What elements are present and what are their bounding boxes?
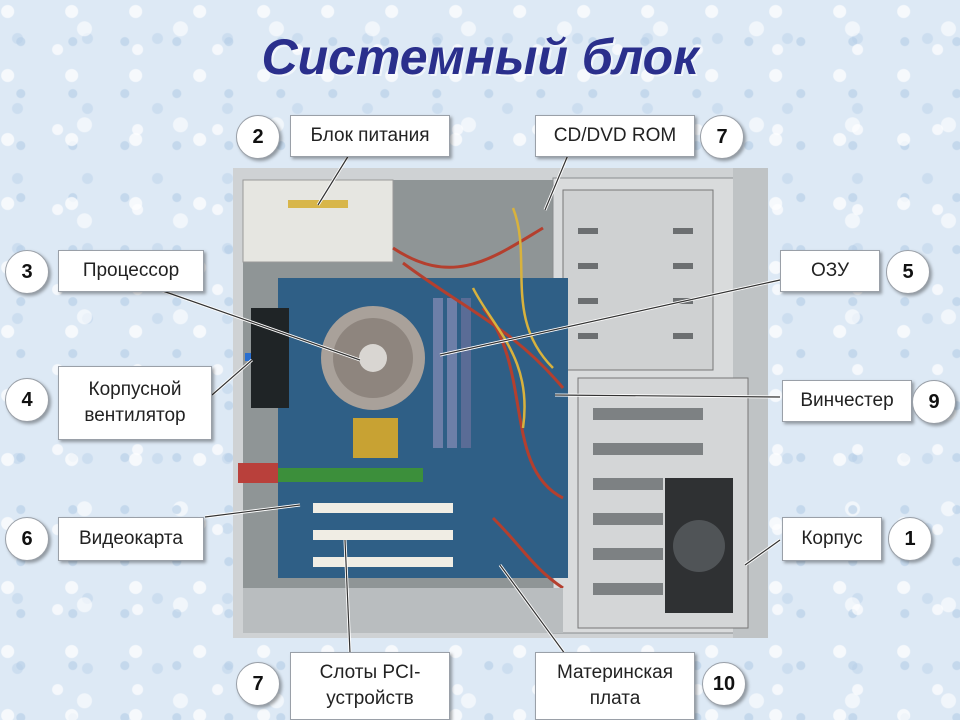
video-card: [273, 468, 423, 482]
fan-label: Корпусной вентилятор: [58, 366, 212, 440]
hdd-label: Винчестер: [782, 380, 912, 422]
cpu-label: Процессор: [58, 250, 204, 292]
pc-case-photo: [233, 168, 768, 638]
cpu-cooler-hub: [359, 344, 387, 372]
cdrom-label: CD/DVD ROM: [535, 115, 695, 157]
pci-label: Слоты PCI- устройств: [290, 652, 450, 720]
gpu-number: 6: [5, 517, 49, 561]
case-fan: [251, 308, 289, 408]
case-number: 1: [888, 517, 932, 561]
gpu-label: Видеокарта: [58, 517, 204, 561]
case-label: Корпус: [782, 517, 882, 561]
ram-modules: [433, 298, 471, 448]
chipset-heatsink: [353, 418, 398, 458]
cpu-number: 3: [5, 250, 49, 294]
hdd-number: 9: [912, 380, 956, 424]
mobo-label: Материнская плата: [535, 652, 695, 720]
pci-number: 7: [236, 662, 280, 706]
pci-slots: [313, 503, 453, 567]
case-floor: [243, 588, 563, 633]
fan-led: [245, 353, 251, 361]
fan-number: 4: [5, 378, 49, 422]
psu-number: 2: [236, 115, 280, 159]
cdrom-bay: [562, 189, 714, 371]
ram-label: ОЗУ: [780, 250, 880, 292]
psu-sticker: [288, 200, 348, 208]
ram-number: 5: [886, 250, 930, 294]
video-card-bracket: [238, 463, 278, 483]
front-fan-hub: [673, 520, 725, 572]
power-supply: [242, 179, 394, 263]
cdrom-number: 7: [700, 115, 744, 159]
hdd-bay-slots: [593, 408, 703, 595]
mobo-number: 10: [702, 662, 746, 706]
psu-label: Блок питания: [290, 115, 450, 157]
page-title: Системный блок: [261, 29, 699, 85]
